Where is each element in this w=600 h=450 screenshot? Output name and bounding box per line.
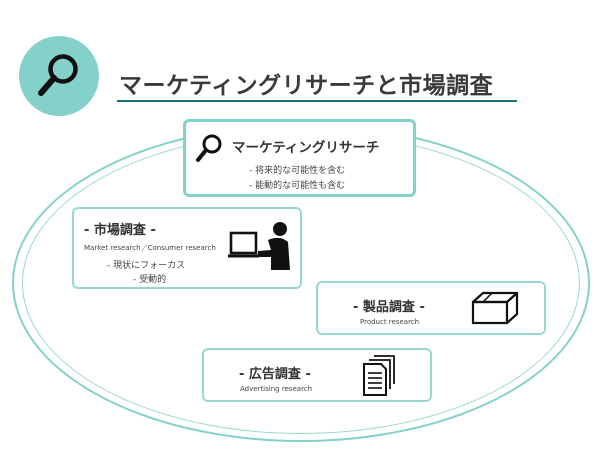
market-research-bullet: - 受動的 bbox=[133, 275, 167, 285]
person-at-computer-icon bbox=[228, 222, 290, 270]
marketing-research-box bbox=[183, 119, 416, 197]
magnifier-icon bbox=[38, 54, 78, 96]
documents-icon bbox=[363, 355, 395, 396]
marketing-research-bullet: - 能動的な可能性も含む bbox=[249, 181, 346, 191]
magnifier-icon bbox=[196, 134, 222, 162]
title-icon-circle bbox=[19, 36, 99, 116]
marketing-research-label: マーケティングリサーチ bbox=[232, 140, 380, 156]
page-title: マーケティングリサーチと市場調査 bbox=[119, 73, 494, 99]
product-research-heading: - 製品調査 - bbox=[353, 300, 425, 315]
market-research-heading: - 市場調査 - bbox=[84, 223, 156, 238]
product-research-subtitle: Product research bbox=[360, 318, 420, 326]
market-research-bullet: - 現状にフォーカス bbox=[107, 261, 186, 271]
box-icon bbox=[471, 291, 519, 325]
title-underline bbox=[117, 100, 517, 102]
advertising-research-subtitle: Advertising research bbox=[240, 385, 313, 393]
advertising-research-heading: - 広告調査 - bbox=[239, 367, 311, 382]
market-research-subtitle: Market research／Consumer research bbox=[84, 244, 216, 252]
marketing-research-bullet: - 将来的な可能性を含む bbox=[249, 166, 346, 176]
market-research-box bbox=[72, 207, 302, 289]
